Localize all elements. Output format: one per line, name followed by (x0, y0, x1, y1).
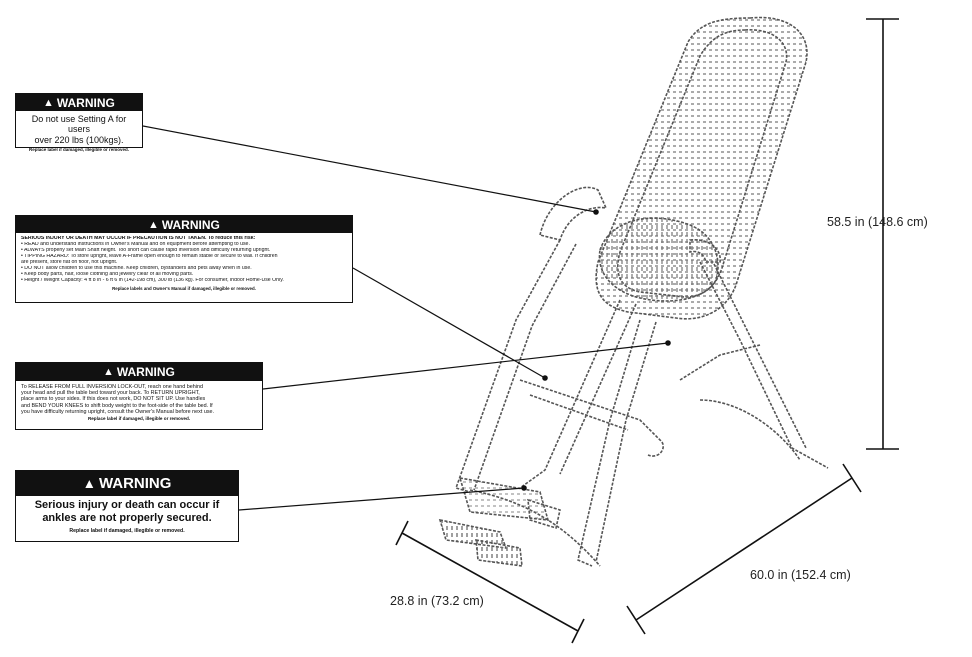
length-dimension-label: 60.0 in (152.4 cm) (750, 568, 851, 582)
warning-header: WARNING (161, 217, 220, 232)
warning-footer: Replace label if damaged, illegible or r… (28, 147, 130, 153)
warning-label-ankles: ▲ WARNING Serious injury or death can oc… (15, 470, 239, 542)
warning-triangle-icon: ▲ (148, 218, 159, 231)
warning-text-line: • READ and understand instructions in Ow… (21, 241, 250, 247)
width-dimension-label: 28.8 in (73.2 cm) (390, 594, 484, 608)
warning-triangle-icon: ▲ (82, 476, 96, 491)
warning-footer: Replace labels and Owner's Manual if dam… (112, 285, 256, 291)
dimension-lines (395, 18, 899, 644)
warning-footer: Replace label if damaged, illegible or r… (87, 416, 191, 422)
warning-header: WARNING (98, 475, 172, 492)
warning-header: WARNING (56, 95, 115, 110)
warning-text-line: Serious injury or death can occur if (34, 499, 220, 511)
warning-text-line: your head and pull the table bed toward … (21, 390, 200, 397)
warning-text-line: place arms to your sides. If this does n… (21, 396, 206, 403)
warning-text-line: ankles are not properly secured. (42, 512, 212, 525)
warning-text-line: To RELEASE FROM FULL INVERSION LOCK-OUT,… (21, 384, 203, 390)
warning-triangle-icon: ▲ (103, 366, 114, 378)
warning-label-setting-a: ▲ WARNING Do not use Setting A for users… (15, 93, 143, 152)
warning-footer: Replace label if damaged, illegible or r… (69, 528, 185, 535)
warning-header: WARNING (116, 365, 175, 379)
warning-label-serious-injury: ▲ WARNING SERIOUS INJURY OR DEATH MAY OC… (15, 215, 353, 303)
warning-text-line: • DO NOT allow children to use this mach… (21, 265, 252, 271)
warning-label-release-inversion: ▲ WARNING To RELEASE FROM FULL INVERSION… (15, 362, 263, 430)
leader-lines (142, 125, 671, 511)
warning-triangle-icon: ▲ (43, 96, 54, 109)
height-dimension-label: 58.5 in (148.6 cm) (827, 215, 928, 229)
warning-text-line: and BEND YOUR KNEES to shift body weight… (21, 402, 213, 409)
warning-text-line: • TIPPING HAZARD: To store upright, leav… (21, 253, 278, 259)
warning-text-line: • ALWAYS properly set Main Shaft height.… (21, 247, 271, 253)
warning-text-line: are present, store flat on floor, not up… (21, 259, 118, 265)
table-frame (438, 16, 829, 567)
warning-text-line: Do not use Setting A for users (31, 114, 127, 135)
warning-text-line: you have difficulty returning upright, c… (21, 408, 215, 415)
warning-text-line: • Keep body parts, hair, loose clothing … (21, 271, 194, 277)
warning-text-line: SERIOUS INJURY OR DEATH MAY OCCUR IF PRE… (21, 236, 256, 241)
warning-text-line: • Height / Weight Capacity: 4 ft 8 in - … (21, 277, 284, 283)
warning-text-line: over 220 lbs (100kgs). (34, 134, 124, 145)
